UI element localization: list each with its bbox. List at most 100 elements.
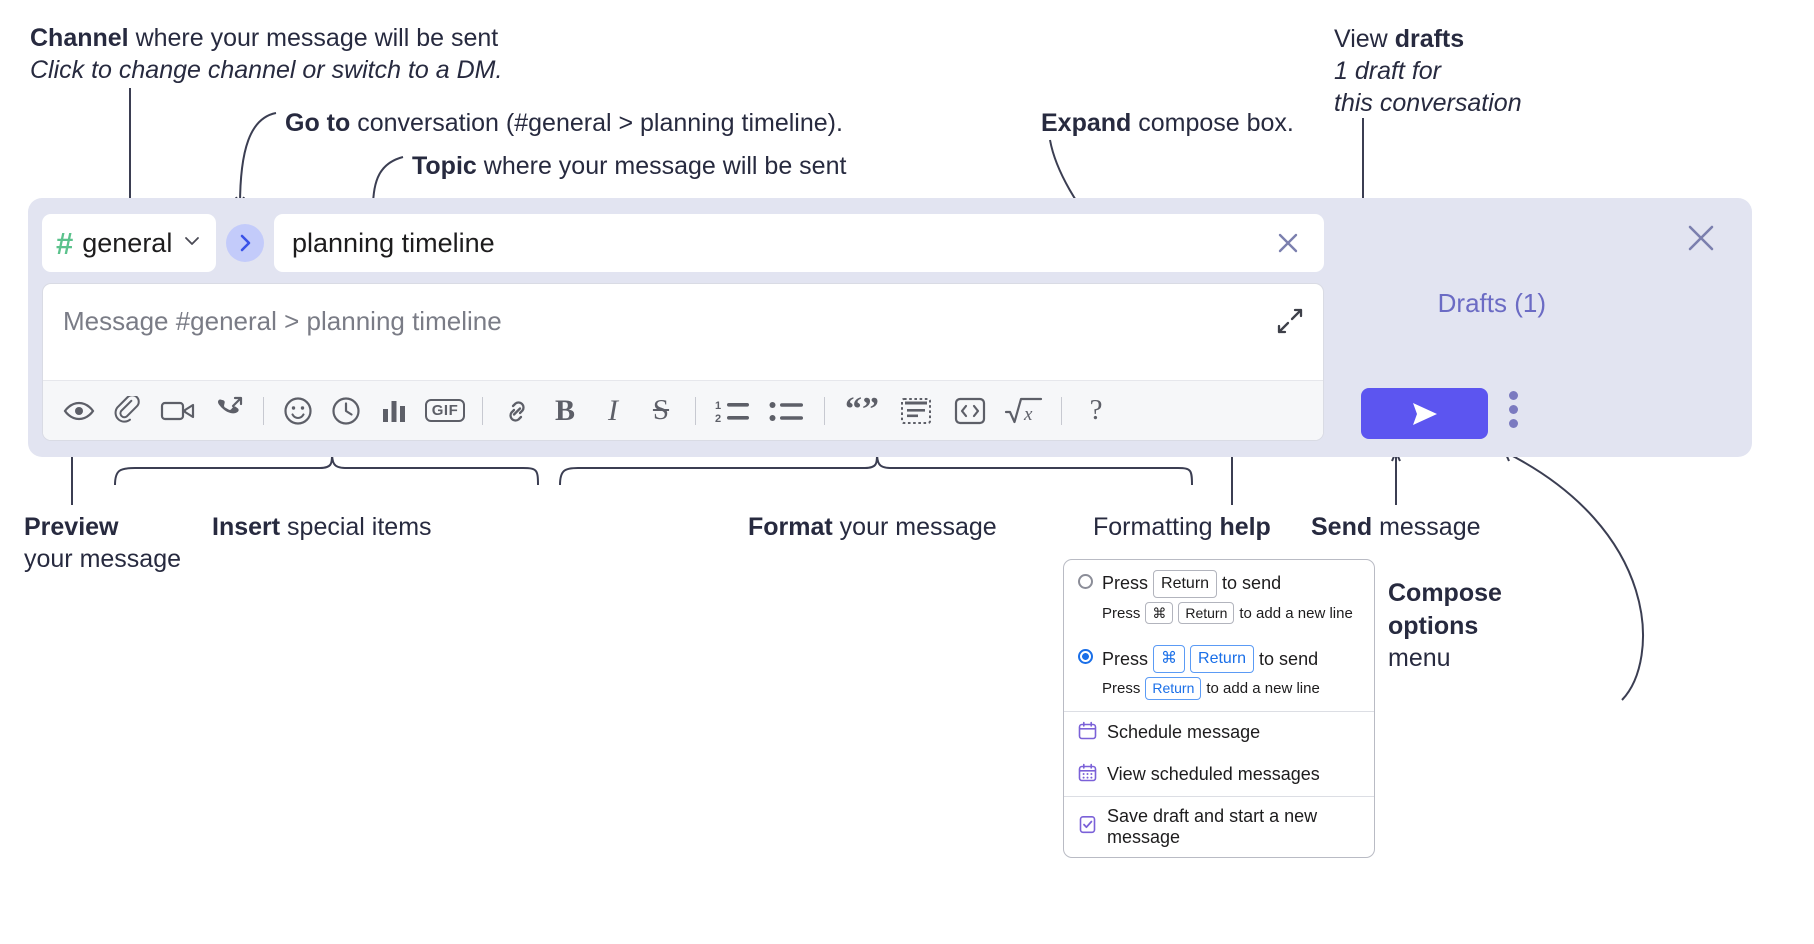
annotation-expand-rest: compose box. bbox=[1131, 109, 1294, 137]
math-icon[interactable]: x bbox=[999, 389, 1049, 433]
annotation-drafts: View drafts 1 draft for this conversatio… bbox=[1334, 23, 1564, 119]
annotation-compose-bold2: options bbox=[1388, 611, 1479, 640]
annotation-drafts-bold: drafts bbox=[1394, 25, 1465, 53]
calendar-icon bbox=[1078, 721, 1097, 745]
opt1-post: to send bbox=[1222, 573, 1282, 594]
topic-input[interactable]: planning timeline bbox=[274, 214, 1324, 272]
clock-icon[interactable] bbox=[324, 389, 368, 433]
svg-text:x: x bbox=[1023, 404, 1033, 425]
message-input-box[interactable]: Message #general > planning timeline bbox=[42, 283, 1324, 441]
blockquote-icon[interactable]: “” bbox=[837, 389, 887, 433]
menu-item-save-draft[interactable]: Save draft and start a new message bbox=[1064, 797, 1374, 857]
opt2-post: to send bbox=[1259, 648, 1319, 669]
radio-unselected[interactable] bbox=[1078, 574, 1093, 589]
send-option-return[interactable]: Press Return to send bbox=[1064, 560, 1374, 600]
keycap-return: Return bbox=[1190, 645, 1255, 674]
annotation-format-bold: Format bbox=[748, 513, 833, 541]
send-option-cmd-return-label: Press ⌘ Return to send bbox=[1102, 645, 1319, 674]
formatting-toolbar: GIF B I S bbox=[43, 380, 1323, 440]
save-draft-icon bbox=[1078, 815, 1097, 839]
compose-inner: # general planning timeline Message #gen… bbox=[42, 213, 1324, 441]
close-icon[interactable] bbox=[1268, 223, 1308, 263]
menu-item-schedule-message[interactable]: Schedule message bbox=[1064, 712, 1374, 754]
annotation-insert-bold: Insert bbox=[212, 513, 281, 541]
send-button[interactable] bbox=[1361, 388, 1488, 439]
close-icon[interactable] bbox=[1684, 221, 1718, 260]
code-block-icon[interactable] bbox=[891, 389, 941, 433]
strikethrough-icon[interactable]: S bbox=[639, 389, 683, 433]
annotation-channel-bold: Channel bbox=[30, 24, 129, 52]
annotation-topic-rest: where your message will be sent bbox=[476, 152, 847, 180]
opt2-sub-pre: Press bbox=[1102, 680, 1141, 698]
divider bbox=[695, 396, 696, 425]
annotation-insert-rest: special items bbox=[280, 513, 432, 541]
expand-icon[interactable] bbox=[1271, 302, 1309, 345]
emoji-icon[interactable] bbox=[276, 389, 320, 433]
kebab-dot bbox=[1509, 391, 1518, 400]
annotation-format: Format your message bbox=[748, 511, 1078, 543]
preview-icon[interactable] bbox=[57, 389, 101, 433]
keycap-command: ⌘ bbox=[1153, 645, 1186, 674]
annotation-drafts-pre: View bbox=[1334, 25, 1395, 53]
annotation-help: Formatting help bbox=[1093, 511, 1373, 543]
bold-label: B bbox=[554, 393, 575, 427]
attachment-icon[interactable] bbox=[105, 389, 149, 433]
radio-selected[interactable] bbox=[1078, 649, 1093, 665]
annotation-send-rest: message bbox=[1372, 513, 1481, 541]
svg-text:2: 2 bbox=[715, 413, 721, 424]
annotation-topic-bold: Topic bbox=[412, 152, 477, 180]
annotation-compose-bold1: Compose bbox=[1388, 579, 1502, 607]
help-icon[interactable]: ? bbox=[1074, 389, 1118, 433]
annotation-compose-rest: menu bbox=[1388, 644, 1451, 672]
channel-name: general bbox=[82, 227, 173, 258]
link-icon[interactable] bbox=[495, 389, 539, 433]
keycap-return: Return bbox=[1145, 677, 1202, 700]
italic-label: I bbox=[608, 393, 618, 427]
divider bbox=[482, 396, 483, 425]
kebab-dot bbox=[1509, 419, 1518, 428]
poll-icon[interactable] bbox=[372, 389, 416, 433]
video-icon[interactable] bbox=[153, 389, 203, 433]
menu-item-label: View scheduled messages bbox=[1107, 764, 1320, 785]
annotation-goto: Go to conversation (#general > planning … bbox=[285, 107, 985, 139]
gif-icon[interactable]: GIF bbox=[420, 389, 470, 433]
annotation-goto-rest: conversation (#general > planning timeli… bbox=[350, 109, 843, 137]
annotation-preview: Preview your message bbox=[24, 511, 214, 575]
goto-conversation-button[interactable] bbox=[226, 224, 264, 262]
annotation-help-pre: Formatting bbox=[1093, 513, 1220, 541]
more-options-icon[interactable] bbox=[1509, 391, 1518, 428]
opt2-sub-post: to add a new line bbox=[1206, 680, 1320, 698]
gif-label: GIF bbox=[424, 399, 466, 422]
opt1-pre: Press bbox=[1102, 573, 1149, 594]
menu-item-label: Schedule message bbox=[1107, 722, 1261, 743]
send-option-return-sub: Press ⌘ Return to add a new line bbox=[1064, 600, 1374, 636]
bold-icon[interactable]: B bbox=[543, 389, 587, 433]
divider bbox=[1061, 396, 1062, 425]
annotation-topic: Topic where your message will be sent bbox=[412, 150, 1112, 182]
code-icon[interactable] bbox=[945, 389, 995, 433]
compose-header-row: # general planning timeline bbox=[42, 213, 1324, 273]
calendar-grid-icon bbox=[1078, 763, 1097, 787]
call-icon[interactable] bbox=[207, 389, 251, 433]
annotation-drafts-italic1: 1 draft for bbox=[1334, 57, 1441, 85]
annotation-compose-options: Compose options menu bbox=[1388, 577, 1588, 675]
message-placeholder: Message #general > planning timeline bbox=[63, 306, 502, 336]
channel-selector[interactable]: # general bbox=[42, 214, 216, 272]
italic-icon[interactable]: I bbox=[591, 389, 635, 433]
send-option-cmd-return[interactable]: Press ⌘ Return to send bbox=[1064, 635, 1374, 675]
annotation-goto-bold: Go to bbox=[285, 109, 351, 137]
drafts-link[interactable]: Drafts (1) bbox=[1437, 288, 1546, 318]
annotation-channel: Channel where your message will be sent … bbox=[30, 22, 650, 86]
annotation-send: Send message bbox=[1311, 511, 1551, 543]
compose-options-menu: Press Return to send Press ⌘ Return to a… bbox=[1063, 559, 1375, 858]
send-option-cmd-return-sub: Press Return to add a new line bbox=[1064, 675, 1374, 711]
divider bbox=[1064, 710, 1374, 712]
bulleted-list-icon[interactable] bbox=[762, 389, 812, 433]
annotation-insert: Insert special items bbox=[212, 511, 542, 543]
topic-value: planning timeline bbox=[292, 227, 495, 258]
annotation-send-bold: Send bbox=[1311, 513, 1373, 541]
divider bbox=[824, 396, 825, 425]
menu-item-view-scheduled[interactable]: View scheduled messages bbox=[1064, 754, 1374, 796]
